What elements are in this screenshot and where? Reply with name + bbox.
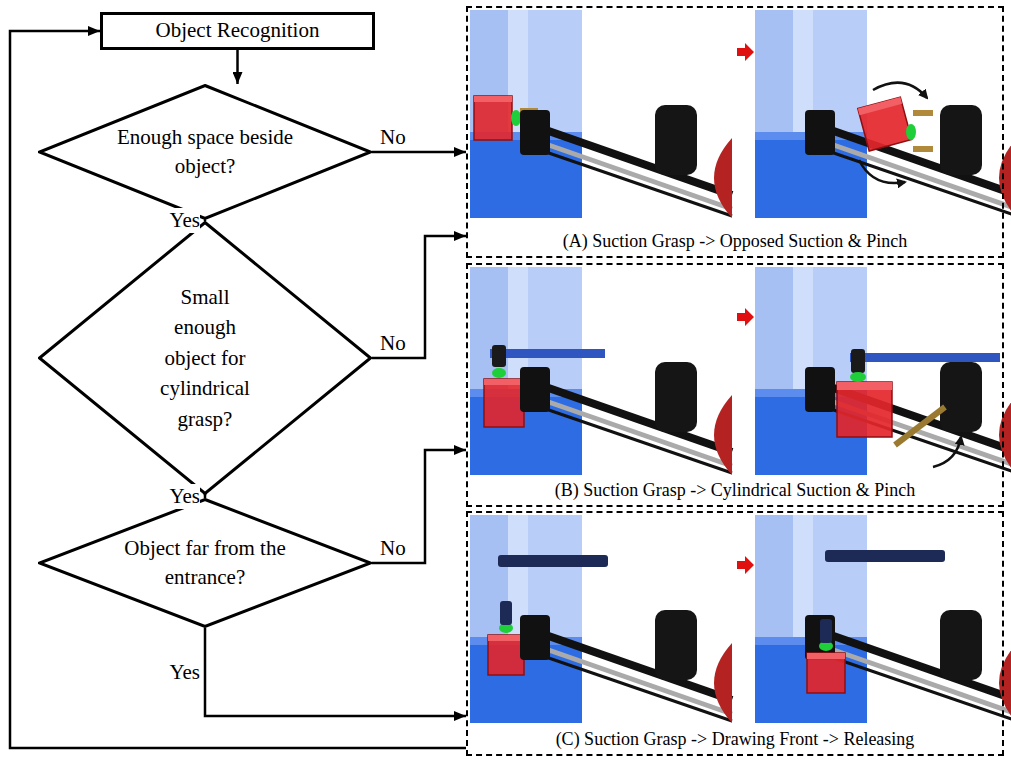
illustration-part xyxy=(474,96,512,102)
illustration-panel: (B) Suction Grasp -> Cylindrical Suction… xyxy=(466,263,1004,507)
illustration-part xyxy=(858,97,912,151)
illustration-part xyxy=(474,96,512,140)
illustration-part xyxy=(906,124,916,140)
illustration-part xyxy=(825,550,945,562)
decision-diamond: Enough space beside object? xyxy=(38,84,372,220)
panel-caption: (C) Suction Grasp -> Drawing Front -> Re… xyxy=(468,729,1002,751)
illustration-part xyxy=(500,601,512,625)
illustration-part xyxy=(805,362,1011,475)
flow-arrow xyxy=(236,50,239,84)
illustration-part xyxy=(737,308,754,326)
illustration-part xyxy=(484,379,524,427)
illustration-part xyxy=(484,379,524,385)
illustration-panel: (A) Suction Grasp -> Opposed Suction & P… xyxy=(466,6,1004,258)
illustration-part xyxy=(492,368,506,378)
diamond-shape xyxy=(40,500,371,627)
flow-arrow xyxy=(205,628,466,716)
decision-diamond: Object far from the entrance? xyxy=(38,498,372,628)
illustration-part xyxy=(470,267,732,475)
flow-arrow xyxy=(372,151,466,154)
illustration-part xyxy=(511,110,521,126)
illustration-part xyxy=(488,635,524,641)
illustration-part xyxy=(492,345,506,367)
illustration-part xyxy=(858,97,912,151)
illustration-part xyxy=(837,382,892,390)
illustration-part xyxy=(913,146,933,152)
flow-arrow xyxy=(372,450,466,563)
illustration-part xyxy=(755,515,1011,723)
illustration-part xyxy=(805,610,1011,723)
illustration-part xyxy=(520,610,732,723)
illustration-part xyxy=(490,349,605,358)
illustration-part xyxy=(470,515,732,723)
node-text: Small enough object for cylindrical gras… xyxy=(149,282,261,434)
illustration-part xyxy=(470,10,732,218)
illustration-part xyxy=(913,110,933,116)
edge-label: Yes xyxy=(169,484,200,508)
edge-label: Yes xyxy=(169,660,200,684)
illustration-part xyxy=(807,653,845,659)
illustration-part xyxy=(895,407,945,445)
flow-arrow xyxy=(204,495,207,498)
diamond-shape xyxy=(40,223,371,494)
illustration-part xyxy=(858,97,902,115)
illustration-part xyxy=(807,653,845,693)
illustration-part xyxy=(755,267,1011,475)
illustration-part xyxy=(737,556,754,574)
illustration-part xyxy=(755,10,1011,218)
illustration-part xyxy=(850,372,866,382)
illustration-part xyxy=(520,105,732,218)
illustration-part xyxy=(820,619,832,643)
illustration-part xyxy=(520,362,732,475)
diamond-shape xyxy=(40,86,371,219)
node-text: Enough space beside object? xyxy=(110,123,300,182)
illustration-part xyxy=(933,437,961,467)
diamond-outline xyxy=(38,84,372,220)
edge-label: No xyxy=(380,331,406,355)
edge-label: No xyxy=(380,536,406,560)
illustration-part xyxy=(488,635,524,675)
illustration-part xyxy=(873,83,927,98)
illustration-part xyxy=(805,105,1011,218)
process-box: Object Recognition xyxy=(100,12,375,50)
illustration-part xyxy=(851,349,865,373)
decision-diamond: Small enough object for cylindrical gras… xyxy=(38,221,372,495)
diamond-outline xyxy=(38,498,372,628)
flow-arrow xyxy=(10,31,466,748)
panel-caption: (B) Suction Grasp -> Cylindrical Suction… xyxy=(468,480,1002,502)
illustration-part xyxy=(837,382,892,437)
illustration-panel: (C) Suction Grasp -> Drawing Front -> Re… xyxy=(466,511,1004,756)
illustration-part xyxy=(850,353,1000,362)
node-text: Object Recognition xyxy=(156,18,320,43)
panel-caption: (A) Suction Grasp -> Opposed Suction & P… xyxy=(468,231,1002,253)
flow-arrow xyxy=(372,236,466,358)
edge-label: No xyxy=(380,125,406,149)
edge-label: Yes xyxy=(169,208,200,232)
illustration-part xyxy=(859,160,905,183)
node-text: Object far from the entrance? xyxy=(108,534,303,593)
illustration-part xyxy=(498,555,608,567)
illustration-part xyxy=(737,43,754,61)
